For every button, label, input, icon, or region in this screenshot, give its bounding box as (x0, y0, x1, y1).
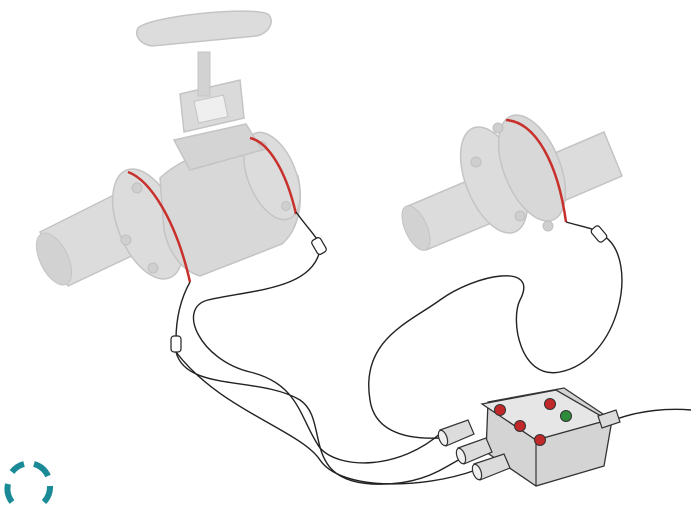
cable (176, 352, 462, 484)
indicator-lamp-red (495, 405, 506, 416)
flange-bolt (471, 157, 481, 167)
loading-spinner-icon (0, 458, 60, 506)
cable (176, 352, 476, 484)
cable-gland (437, 420, 474, 447)
indicator-lamp-red (545, 399, 556, 410)
flange-bolt (132, 183, 142, 193)
valve-handwheel (137, 11, 271, 46)
spinner-arc (44, 486, 50, 502)
power-cable (614, 409, 691, 420)
cable-connector (590, 225, 608, 244)
valve-stem (198, 52, 210, 96)
cable (193, 250, 442, 463)
flanged-pipe (396, 106, 622, 255)
spinner-arc (12, 464, 24, 472)
indicator-lamp-red (515, 421, 526, 432)
flange-bolt (121, 235, 131, 245)
cable-connector (171, 336, 181, 352)
indicator-lamp-red (535, 435, 546, 446)
cable (176, 282, 190, 340)
spinner-arc (7, 484, 12, 502)
flange-bolt (515, 211, 525, 221)
indicator-lamp-green (561, 411, 572, 422)
junction-box (437, 388, 620, 486)
flange-bolt (282, 202, 291, 211)
flange-bolt (543, 221, 553, 231)
flange-bolt (148, 263, 158, 273)
cable-connector (311, 237, 328, 256)
spinner-arc (34, 464, 48, 476)
valve-pipe-assembly (29, 11, 311, 290)
flange-bolt (493, 123, 503, 133)
